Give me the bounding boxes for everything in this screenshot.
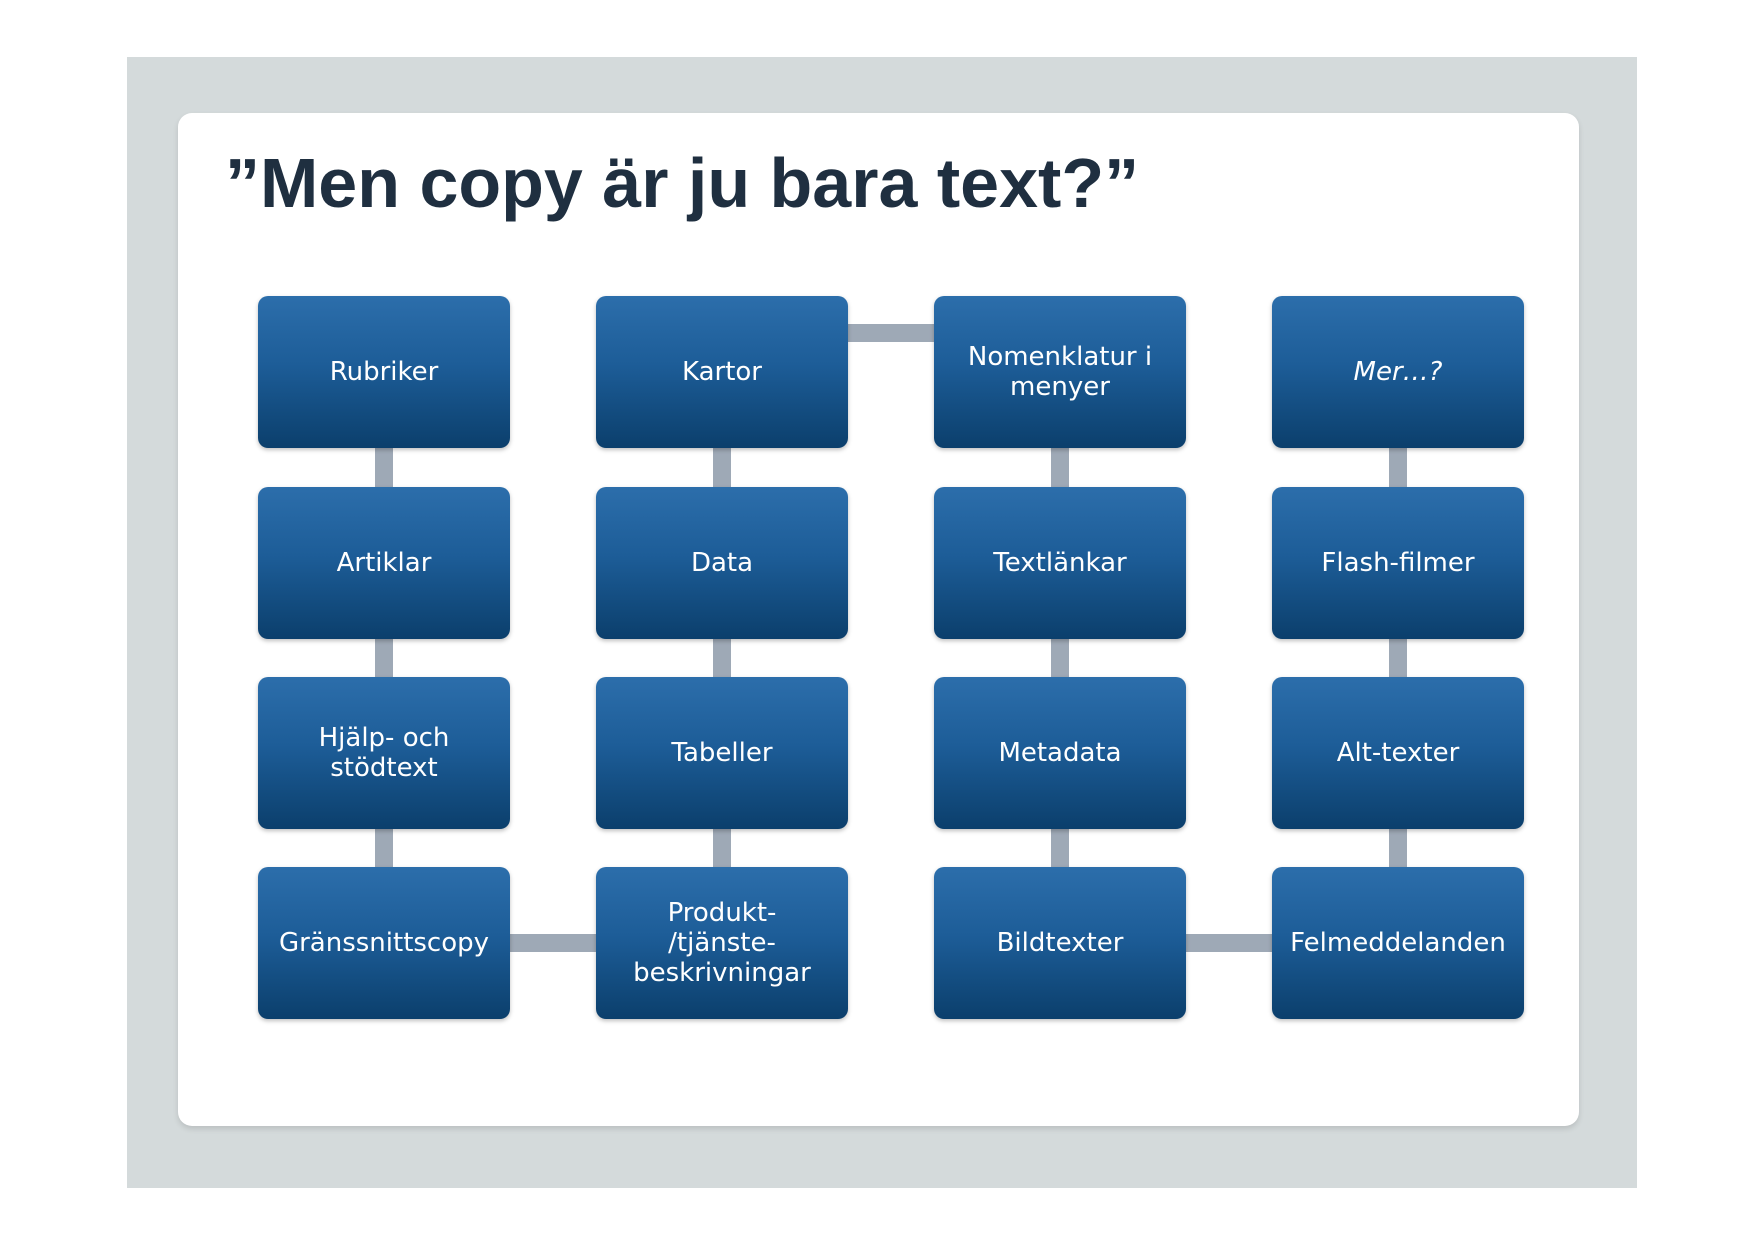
node-felmeddelanden: Felmeddelanden bbox=[1272, 867, 1524, 1019]
node-mer: Mer…? bbox=[1272, 296, 1524, 448]
connector-kartor-nomenklatur bbox=[847, 324, 936, 342]
slide-frame: ”Men copy är ju bara text?” Rubriker Art… bbox=[127, 57, 1637, 1188]
node-tabeller: Tabeller bbox=[596, 677, 848, 829]
node-artiklar: Artiklar bbox=[258, 487, 510, 639]
slide-title: ”Men copy är ju bara text?” bbox=[225, 144, 1140, 222]
connector-rubriker-artiklar bbox=[375, 447, 393, 489]
connector-textlankar-metadata bbox=[1051, 638, 1069, 679]
connector-artiklar-hjalp bbox=[375, 638, 393, 679]
node-rubriker: Rubriker bbox=[258, 296, 510, 448]
node-alt-texter: Alt-texter bbox=[1272, 677, 1524, 829]
slide: ”Men copy är ju bara text?” Rubriker Art… bbox=[178, 113, 1579, 1126]
connector-alttexter-flash bbox=[1389, 638, 1407, 679]
connector-hjalp-granssnitt bbox=[375, 828, 393, 869]
node-kartor: Kartor bbox=[596, 296, 848, 448]
node-flash-filmer: Flash-filmer bbox=[1272, 487, 1524, 639]
node-data: Data bbox=[596, 487, 848, 639]
node-nomenklatur-i-menyer: Nomenklatur i menyer bbox=[934, 296, 1186, 448]
node-produkt-tjanstebeskrivningar: Produkt- /tjänste- beskrivningar bbox=[596, 867, 848, 1019]
process-diagram: Rubriker Artiklar Hjälp- och stödtext Gr… bbox=[178, 113, 1579, 1126]
node-textlankar: Textlänkar bbox=[934, 487, 1186, 639]
connector-metadata-bildtexter bbox=[1051, 828, 1069, 869]
connector-tabeller-data bbox=[713, 638, 731, 679]
node-bildtexter: Bildtexter bbox=[934, 867, 1186, 1019]
node-hjalp-och-stodtext: Hjälp- och stödtext bbox=[258, 677, 510, 829]
connector-flash-mer bbox=[1389, 447, 1407, 489]
connector-bildtexter-felmeddelanden bbox=[1185, 934, 1274, 952]
connector-felmeddelanden-alttexter bbox=[1389, 828, 1407, 869]
connector-data-kartor bbox=[713, 447, 731, 489]
node-metadata: Metadata bbox=[934, 677, 1186, 829]
connector-nomenklatur-textlankar bbox=[1051, 447, 1069, 489]
node-granssnittscopy: Gränssnittscopy bbox=[258, 867, 510, 1019]
connector-granssnitt-produkt bbox=[509, 934, 598, 952]
connector-produkt-tabeller bbox=[713, 828, 731, 869]
